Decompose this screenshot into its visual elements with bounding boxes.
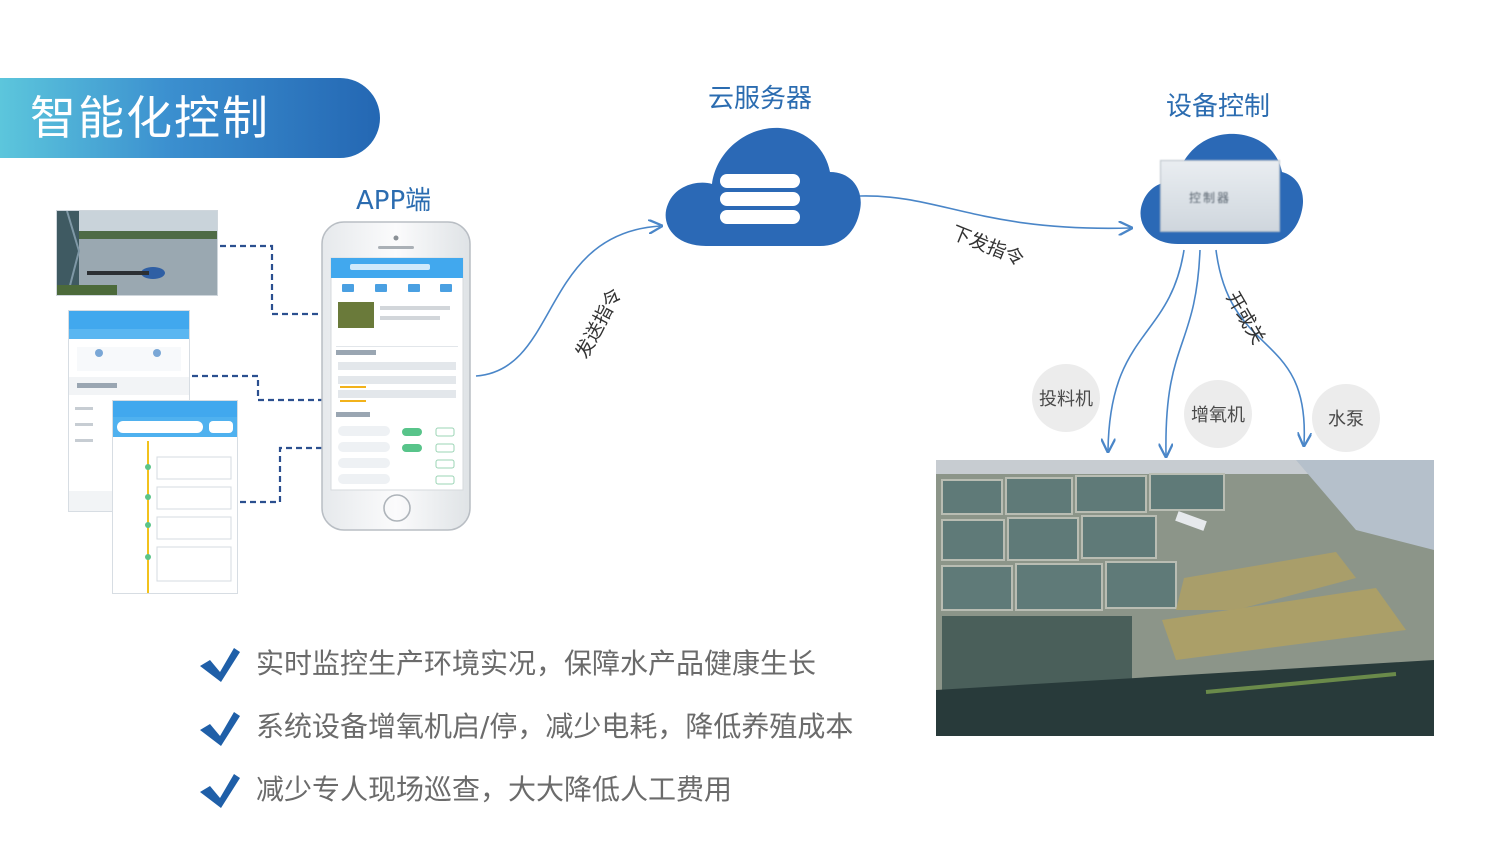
- machine-pump-label: 水泵: [1328, 405, 1364, 431]
- machine-feeder-label: 投料机: [1039, 385, 1093, 411]
- send-command-arrow: [476, 226, 660, 376]
- controller-device-image: 控制器: [1160, 160, 1280, 232]
- list-item: 实时监控生产环境实况，保障水产品健康生长: [198, 642, 898, 682]
- list-item: 减少专人现场巡查，大大降低人工费用: [198, 768, 898, 808]
- pond-monitor-photo: [56, 210, 218, 296]
- list-item: 系统设备增氧机启/停，减少电耗，降低养殖成本: [198, 705, 898, 745]
- phone-mockup: [322, 222, 470, 530]
- app-screenshot-timeline: [112, 400, 238, 594]
- device-control-label: 设备控制: [1166, 86, 1270, 123]
- machine-aerator-label: 增氧机: [1191, 401, 1245, 427]
- machine-feeder: 投料机: [1032, 364, 1100, 432]
- controller-text: 控制器: [1189, 189, 1231, 206]
- machine-pump: 水泵: [1312, 384, 1380, 452]
- bullet-text: 实时监控生产环境实况，保障水产品健康生长: [256, 642, 816, 686]
- issue-command-arrow: [860, 196, 1130, 228]
- bullet-text: 减少专人现场巡查，大大降低人工费用: [256, 768, 732, 812]
- fish-farm-aerial-photo: [936, 460, 1434, 736]
- machine-aerator: 增氧机: [1184, 380, 1252, 448]
- bullet-text: 系统设备增氧机启/停，减少电耗，降低养殖成本: [256, 705, 853, 749]
- cloud-server-label: 云服务器: [708, 78, 812, 115]
- app-label: APP端: [356, 180, 431, 217]
- server-cloud: [666, 128, 861, 246]
